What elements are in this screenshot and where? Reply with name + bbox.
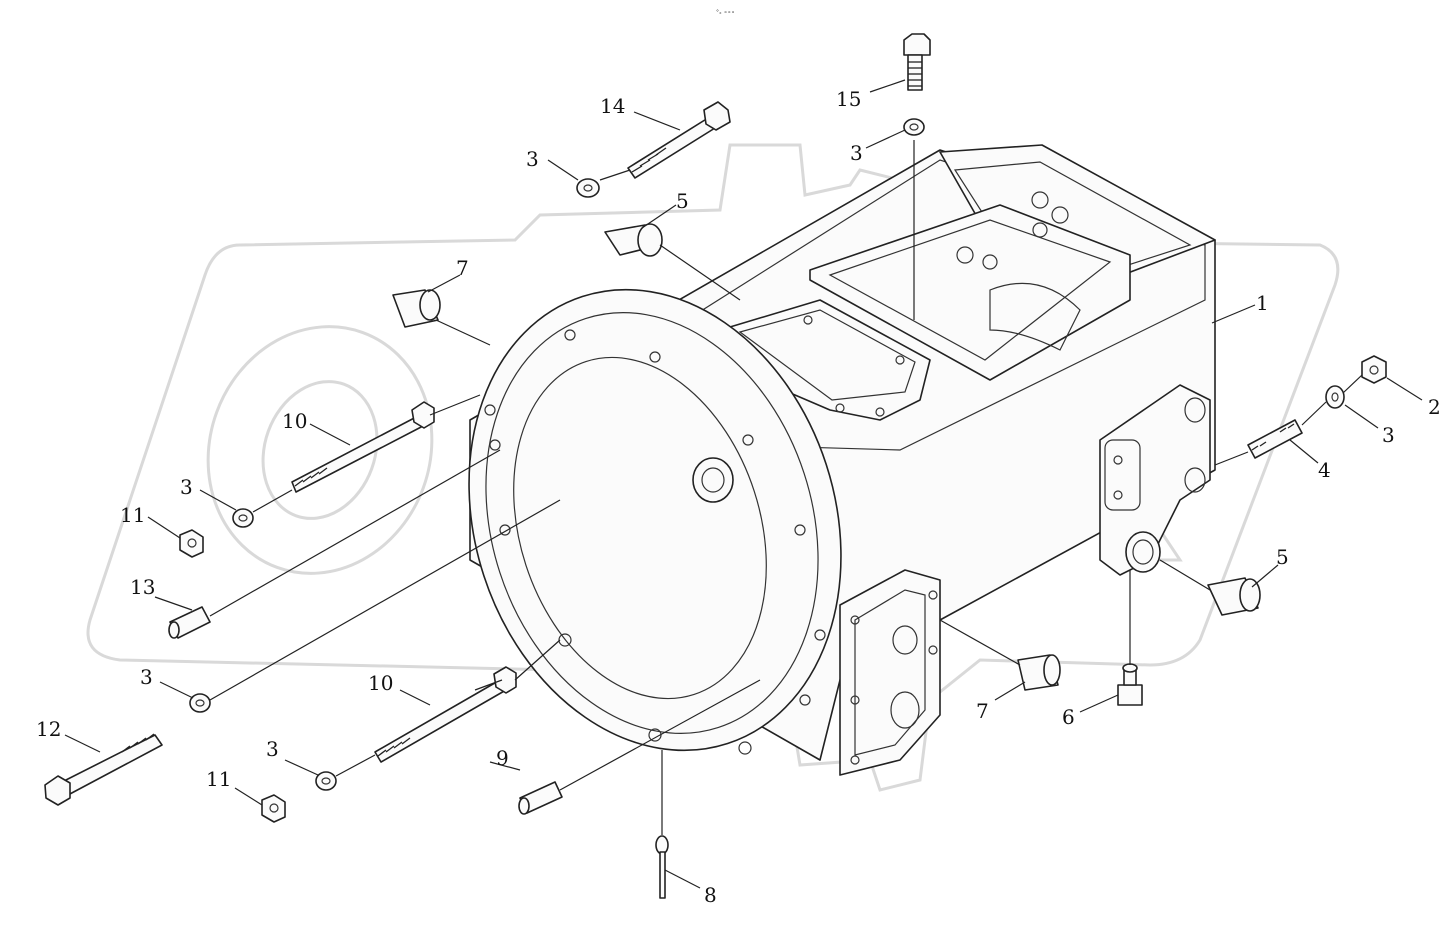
callout-labels: 1 2 3 4 5 6 7 8 9 10 3 11 3 12 13 11 3 1… [36, 87, 1441, 907]
callout-2: 2 [1428, 395, 1441, 419]
stud-4 [1247, 419, 1303, 459]
callout-15: 15 [836, 87, 861, 111]
pin-9 [518, 781, 563, 815]
callout-11-upper: 11 [120, 503, 145, 527]
callout-3-mid-left: 3 [180, 475, 193, 499]
bushing-7-lower [1017, 654, 1061, 691]
callout-7-lower: 7 [976, 699, 989, 723]
callout-14: 14 [600, 94, 625, 118]
callout-3-lower-right: 3 [266, 737, 279, 761]
callout-6: 6 [1062, 705, 1075, 729]
clutch-bell-housing [468, 288, 842, 755]
washer-3-right [1325, 385, 1345, 409]
washer-12 [189, 693, 211, 713]
callout-9: 9 [496, 746, 509, 770]
bolt-10-upper [291, 401, 435, 493]
callout-3-lower-left: 3 [140, 665, 153, 689]
bolt-14 [627, 101, 731, 179]
washer-15 [903, 118, 925, 136]
bushing-5-upper [604, 223, 663, 257]
callout-4: 4 [1318, 458, 1331, 482]
callout-3-upper-left: 3 [526, 147, 539, 171]
callout-5-lower: 5 [1276, 545, 1289, 569]
pin-13 [168, 606, 211, 639]
callout-1: 1 [1256, 291, 1269, 315]
bolt-12 [44, 733, 163, 806]
nut-11-lower [261, 794, 286, 823]
callout-5-upper: 5 [676, 189, 689, 213]
callout-12: 12 [36, 717, 61, 741]
callout-13: 13 [130, 575, 155, 599]
bolt-10-lower [374, 666, 517, 763]
callout-11-lower: 11 [206, 767, 231, 791]
leader-lines [64, 79, 1423, 889]
washer-14 [576, 178, 600, 198]
caption-text: °ₓ ∘∘∘ [716, 9, 735, 16]
split-pin-8 [655, 835, 669, 899]
nut-11-upper [179, 529, 204, 558]
callout-3-right: 3 [1382, 423, 1395, 447]
bushing-7-upper [392, 289, 441, 328]
grease-fitting-6 [1117, 663, 1143, 706]
bushing-5-lower [1207, 577, 1261, 616]
washer-10-lower [315, 771, 337, 791]
callout-10-upper: 10 [282, 409, 307, 433]
callout-10-lower: 10 [368, 671, 393, 695]
callout-3-top: 3 [850, 141, 863, 165]
bolt-15 [903, 33, 931, 91]
nut-2 [1361, 355, 1387, 384]
callout-7-upper: 7 [456, 256, 469, 280]
washer-10-upper [232, 508, 254, 528]
callout-8: 8 [704, 883, 717, 907]
